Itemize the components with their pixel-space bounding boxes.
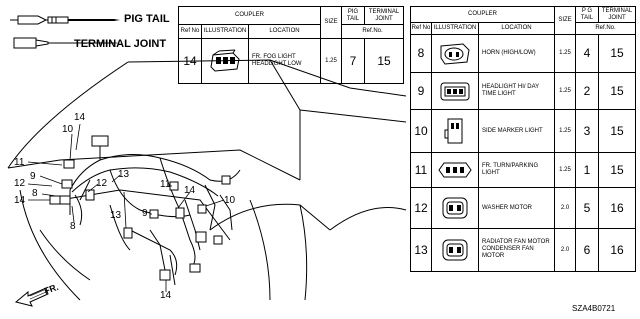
callout-label: 13 — [110, 210, 122, 221]
pig-tail-cell: 6 — [575, 227, 599, 273]
coupler-illustration — [431, 227, 479, 273]
callout-label: 10 — [62, 124, 74, 135]
terminal-joint-label: TERMINAL JOINT — [74, 38, 167, 50]
table-row: 13 RADIATOR FAN MOTOR CONDENSER FAN MOTO… — [410, 227, 636, 273]
callout-label: 14 — [74, 112, 86, 123]
terminal-joint-icon — [13, 37, 120, 49]
ref-number: 8 — [410, 34, 432, 73]
terminal-joint-cell: 16 — [598, 187, 636, 229]
harness-connectors — [49, 135, 231, 281]
pig-tail-cell: 7 — [341, 38, 365, 84]
coupler-illustration — [431, 71, 479, 111]
size-cell: 1.25 — [554, 109, 576, 154]
size-cell: 2.0 — [554, 187, 576, 229]
front-arrow-icon — [14, 287, 49, 307]
callout-label: 9 — [142, 208, 148, 219]
location-cell: SIDE MARKER LIGHT — [478, 109, 555, 154]
callout-label: 13 — [118, 169, 130, 180]
location-line-1: FR. FOG LIGHT — [252, 54, 296, 60]
ref-number: 10 — [410, 109, 432, 154]
size-cell: 1.25 — [554, 34, 576, 73]
terminal-joint-cell: 16 — [598, 227, 636, 273]
pig-tail-cell: 4 — [575, 34, 599, 73]
callout-label: 12 — [14, 178, 26, 189]
coupler-8-icon — [440, 43, 470, 65]
engine-bay-illustration — [7, 59, 407, 301]
ref-no-header: Ref No — [410, 22, 432, 35]
ref-number: 12 — [410, 187, 432, 229]
location-cell: HEADLIGHT HI/ DAY TIME LIGHT — [478, 71, 555, 111]
right-coupler-table: COUPLER SIZE P G TAIL TERMINAL JOINT Ref… — [410, 6, 636, 273]
table-row: 12 WASHER MOTOR 2.0 5 16 — [410, 187, 636, 229]
callout-label: 9 — [30, 171, 36, 182]
part-code: SZA4B0721 — [572, 304, 616, 313]
coupler-illustration — [431, 152, 479, 189]
callout-label: 14 — [160, 290, 172, 301]
coupler-10-icon — [444, 118, 463, 144]
coupler-illustration — [431, 187, 479, 229]
left-coupler-table: COUPLER SIZE PIG TAIL TERMINAL JOINT Ref… — [178, 6, 404, 84]
location-cell: WASHER MOTOR — [478, 187, 555, 229]
terminal-joint-cell: 15 — [364, 38, 404, 84]
pig-tail-cell: 1 — [575, 152, 599, 189]
size-header: SIZE — [554, 6, 576, 35]
ref-number: 11 — [410, 152, 432, 189]
terminal-joint-cell: 15 — [598, 152, 636, 189]
table-row: 10 SIDE MARKER LIGHT 1.25 3 15 — [410, 109, 636, 154]
ref-number: 9 — [410, 71, 432, 111]
coupler-11-icon — [438, 162, 472, 178]
callout-label: 10 — [224, 195, 236, 206]
pig-tail-cell: 3 — [575, 109, 599, 154]
callout-label: 11 — [14, 157, 25, 168]
callout-label: 14 — [14, 195, 26, 206]
pig-tail-label: PIG TAIL — [124, 13, 170, 25]
coupler-illustration — [431, 109, 479, 154]
coupler-illustration — [431, 34, 479, 73]
table-row: 11 FR. TURN/PARKING LIGHT 1.25 1 15 — [410, 152, 636, 189]
pig-tail-icon — [10, 15, 120, 25]
callout-label: 8 — [32, 188, 38, 199]
pig-tail-header: PIG TAIL — [341, 6, 365, 25]
callout-label: 14 — [184, 185, 196, 196]
coupler-12-icon — [442, 197, 468, 219]
pig-tail-header: P G TAIL — [575, 6, 599, 23]
terminal-joint-header: TERMINAL JOINT — [598, 6, 636, 23]
ref-no-sub-header: Ref.No. — [575, 22, 636, 35]
table-row: 8 HORN (HIGH/LOW) 1.25 4 15 — [410, 34, 636, 73]
location-header: LOCATION — [478, 22, 555, 35]
pig-tail-cell: 2 — [575, 71, 599, 111]
size-cell: 1.25 — [554, 71, 576, 111]
ref-number: 13 — [410, 227, 432, 273]
location-cell: RADIATOR FAN MOTOR CONDENSER FAN MOTOR — [478, 227, 555, 273]
location-cell: FR. TURN/PARKING LIGHT — [478, 152, 555, 189]
coupler-13-icon — [442, 239, 468, 261]
terminal-joint-cell: 15 — [598, 109, 636, 154]
size-cell: 1.25 — [554, 152, 576, 189]
coupler-header: COUPLER — [410, 6, 555, 23]
location-cell: HORN (HIGH/LOW) — [478, 34, 555, 73]
table-row: 9 HEADLIGHT HI/ DAY TIME LIGHT 1.25 2 15 — [410, 71, 636, 111]
size-cell: 2.0 — [554, 227, 576, 273]
callout-label: 11 — [160, 179, 171, 190]
callout-leader-lines — [27, 123, 225, 292]
pig-tail-cell: 5 — [575, 187, 599, 229]
terminal-joint-cell: 15 — [598, 71, 636, 111]
illustration-header: ILLUSTRATION — [431, 22, 479, 35]
terminal-joint-cell: 15 — [598, 34, 636, 73]
callout-label: 12 — [96, 178, 108, 189]
coupler-9-icon — [440, 82, 470, 101]
callout-label: 8 — [70, 221, 76, 232]
location-line-2: HEADLIGHT LOW — [252, 61, 302, 67]
